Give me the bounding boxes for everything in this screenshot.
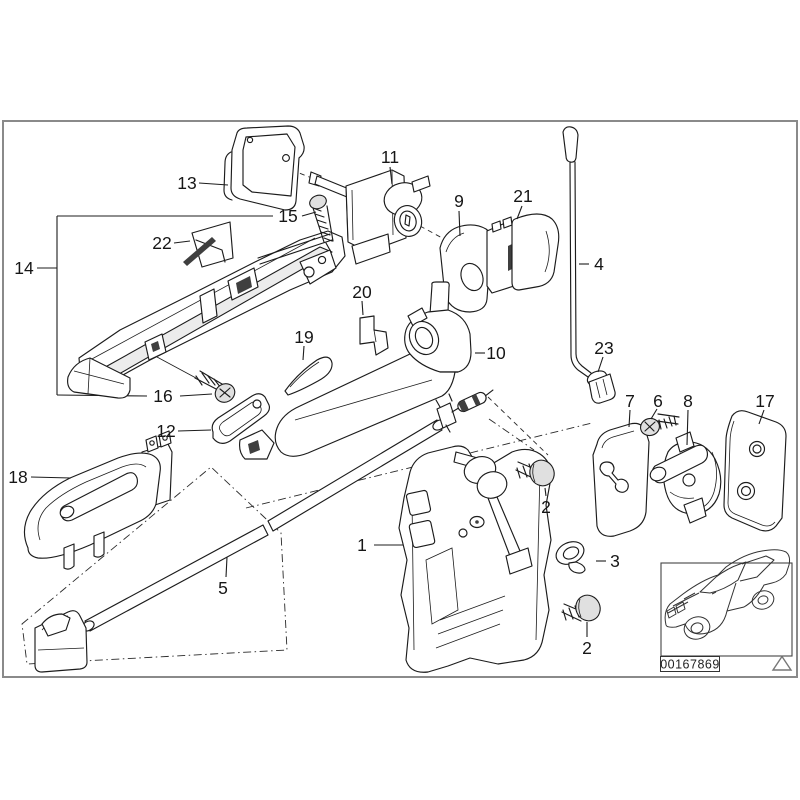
callout-16: 16 <box>153 386 172 406</box>
callout-6: 6 <box>650 391 663 420</box>
part-12-gasket <box>211 393 271 444</box>
callout-17-number[interactable]: 17 <box>755 391 774 411</box>
part-5-rod <box>34 389 494 673</box>
callout-3: 3 <box>596 551 620 571</box>
part-7-striker-plate <box>592 422 650 537</box>
part-16-screw <box>194 370 236 403</box>
part-6-bolt <box>640 413 680 437</box>
part-2b-bolt <box>561 594 601 622</box>
callout-6-number[interactable]: 6 <box>653 391 663 411</box>
part-23-plug <box>586 370 616 404</box>
callout-17: 17 <box>755 391 775 425</box>
part-18-interior-handle <box>23 430 173 570</box>
part-4-rod <box>562 126 592 378</box>
callout-12: 12 <box>156 421 212 441</box>
part-17-cover-plate <box>723 410 787 532</box>
callout-16-number[interactable]: 16 <box>153 386 172 406</box>
callout-7-number[interactable]: 7 <box>625 391 635 411</box>
callout-5: 5 <box>218 556 228 598</box>
part-9-cover-cap <box>439 224 492 313</box>
callout-2b-number[interactable]: 2 <box>582 638 592 658</box>
callout-15: 15 <box>278 206 297 226</box>
image-number: 00167869 <box>660 658 720 672</box>
callout-8-number[interactable]: 8 <box>683 391 693 411</box>
car-thumbnail <box>664 549 791 640</box>
part-1-door-lock <box>398 445 552 673</box>
callout-9: 9 <box>454 191 464 237</box>
callout-20: 20 <box>352 282 372 316</box>
callout-23: 23 <box>594 338 614 373</box>
callout-18: 18 <box>8 467 72 487</box>
callout-15-number[interactable]: 15 <box>278 206 297 226</box>
callout-4-number[interactable]: 4 <box>594 254 604 274</box>
callout-2b: 2 <box>582 622 592 658</box>
callout-5-number[interactable]: 5 <box>218 578 228 598</box>
car-inset-box <box>660 562 793 657</box>
callout-3-number[interactable]: 3 <box>610 551 620 571</box>
callout-10-number[interactable]: 10 <box>486 343 506 363</box>
callout-14: 14 <box>14 258 57 278</box>
car-inset: 00167869 <box>660 549 793 672</box>
callout-10: 10 <box>475 343 506 363</box>
callout-9-number[interactable]: 9 <box>454 191 464 211</box>
callout-23-number[interactable]: 23 <box>594 338 613 358</box>
part-15-spring-screw <box>309 194 334 253</box>
part-13-gasket-plate <box>223 125 305 211</box>
part-3-grommet <box>555 541 586 574</box>
callout-19: 19 <box>294 327 314 361</box>
callout-2a-number[interactable]: 2 <box>541 497 551 517</box>
callout-20-number[interactable]: 20 <box>352 282 372 302</box>
part-14-bracket <box>56 211 317 397</box>
image-number-box: 00167869 <box>660 656 720 672</box>
callout-4: 4 <box>579 254 604 274</box>
callout-7: 7 <box>625 391 635 428</box>
callout-21: 21 <box>513 186 533 220</box>
callout-1-number[interactable]: 1 <box>357 535 367 555</box>
callout-12-number[interactable]: 12 <box>156 421 175 441</box>
part-14-handle-carrier <box>67 230 346 399</box>
callout-13-number[interactable]: 13 <box>177 173 196 193</box>
callout-18-number[interactable]: 18 <box>8 467 27 487</box>
callout-13: 13 <box>177 173 229 193</box>
callout-22: 22 <box>152 233 191 253</box>
callout-22-number[interactable]: 22 <box>152 233 171 253</box>
callout-2a: 2 <box>541 487 551 517</box>
callout-11: 11 <box>381 147 399 185</box>
part-19-hook <box>284 356 333 396</box>
callout-8: 8 <box>683 391 693 446</box>
callout-21-number[interactable]: 21 <box>513 186 532 206</box>
part-2a-bolt <box>515 459 555 487</box>
part-22-clip <box>183 221 234 268</box>
part-8-lock-catch <box>649 431 722 524</box>
callouts: 13 22 14 15 16 11 9 21 4 23 20 19 10 12 … <box>8 147 774 658</box>
construction-lines <box>21 418 593 665</box>
part-21-cap <box>486 213 560 294</box>
part-20-bracket-clip <box>359 315 389 356</box>
callout-14-number[interactable]: 14 <box>14 258 34 278</box>
part-10-door-handle <box>238 281 472 460</box>
triangle-marker-icon <box>771 655 793 671</box>
callout-19-number[interactable]: 19 <box>294 327 313 347</box>
part-11-lock-cylinder <box>308 169 431 265</box>
callout-1: 1 <box>357 535 403 555</box>
callout-11-number[interactable]: 11 <box>381 147 399 167</box>
